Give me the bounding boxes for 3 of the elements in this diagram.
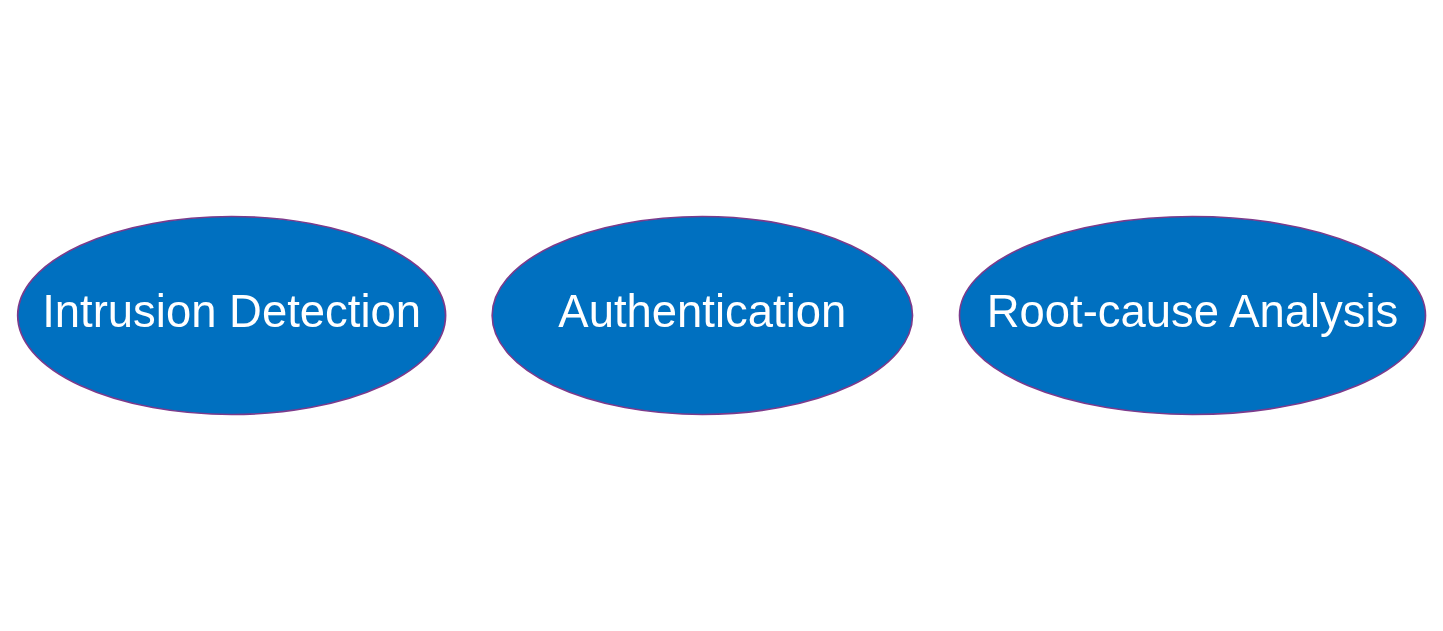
node-ellipse: Root-cause Analysis: [958, 215, 1427, 416]
node-ellipse: Authentication: [491, 215, 914, 416]
node-ellipse: Intrusion Detection: [16, 215, 447, 416]
